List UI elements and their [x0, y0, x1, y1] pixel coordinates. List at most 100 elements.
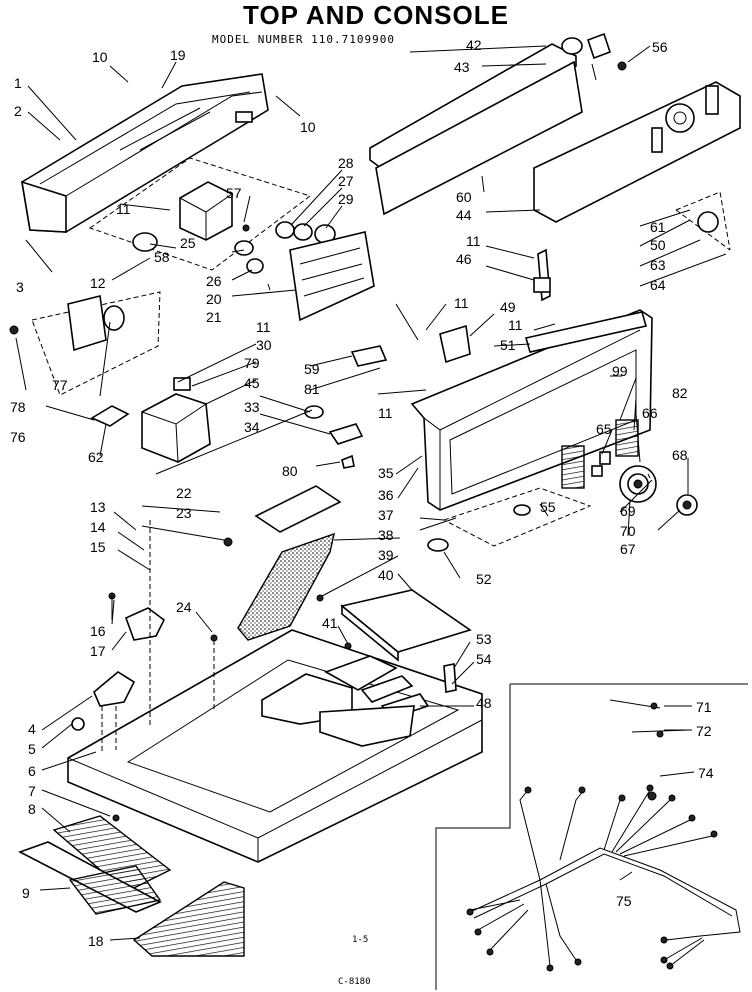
callout-80: 80 — [282, 463, 298, 479]
callout-54: 54 — [476, 651, 492, 667]
callout-26: 26 — [206, 273, 222, 289]
callout-11b: 11 — [256, 319, 271, 335]
callout-66: 66 — [642, 405, 658, 421]
callout-59: 59 — [304, 361, 320, 377]
callout-10b: 10 — [300, 119, 316, 135]
callout-33: 33 — [244, 399, 260, 415]
footer-code: C-8180 — [338, 977, 371, 987]
callout-51: 51 — [500, 337, 516, 353]
callout-13: 13 — [90, 499, 106, 515]
footer-page: 1-5 — [352, 935, 368, 945]
callout-49: 49 — [500, 299, 516, 315]
left-hardware — [71, 520, 218, 822]
callout-67: 67 — [620, 541, 636, 557]
callout-18: 18 — [88, 933, 104, 949]
callout-25: 25 — [180, 235, 196, 251]
callout-64: 64 — [650, 277, 666, 293]
callout-53: 53 — [476, 631, 492, 647]
callout-17: 17 — [90, 643, 106, 659]
callout-34: 34 — [244, 419, 260, 435]
wiring-harness-inset — [435, 683, 748, 990]
callout-labels: 1 2 3 4 5 6 7 8 9 10 10 19 11 11 11 11 1… — [10, 37, 714, 949]
callout-82: 82 — [672, 385, 688, 401]
callout-40: 40 — [378, 567, 394, 583]
callout-5: 5 — [28, 741, 36, 757]
callout-48: 48 — [476, 695, 492, 711]
callout-6: 6 — [28, 763, 36, 779]
callout-44: 44 — [456, 207, 472, 223]
callout-62: 62 — [88, 449, 104, 465]
callout-77: 77 — [52, 377, 68, 393]
callout-11c: 11 — [466, 233, 481, 249]
callout-68: 68 — [672, 447, 688, 463]
timer-assembly — [88, 157, 375, 322]
callout-39: 39 — [378, 547, 394, 563]
switch-group — [9, 291, 161, 396]
callout-22: 22 — [176, 485, 192, 501]
control-panel — [410, 309, 698, 552]
mounting-bracket — [90, 345, 388, 469]
model-number: MODEL NUMBER 110.7109900 — [212, 33, 395, 46]
callout-55: 55 — [540, 499, 556, 515]
callout-56: 56 — [652, 39, 668, 55]
callout-2: 2 — [14, 103, 22, 119]
callout-27: 27 — [338, 173, 354, 189]
callout-69: 69 — [620, 503, 636, 519]
callout-76: 76 — [10, 429, 26, 445]
callout-61: 61 — [650, 219, 666, 235]
callout-20: 20 — [206, 291, 222, 307]
callout-11e: 11 — [508, 317, 523, 333]
front-grille — [17, 815, 245, 957]
callout-78: 78 — [10, 399, 26, 415]
callout-28: 28 — [338, 155, 354, 171]
callout-9: 9 — [22, 885, 30, 901]
callout-3: 3 — [16, 279, 24, 295]
top-right-console — [369, 32, 741, 302]
left-console-panel — [20, 73, 269, 233]
callout-14: 14 — [90, 519, 106, 535]
callout-63: 63 — [650, 257, 666, 273]
callout-70: 70 — [620, 523, 636, 539]
callout-37: 37 — [378, 507, 394, 523]
callout-99: 99 — [612, 363, 628, 379]
leader-lines — [15, 45, 727, 941]
callout-43: 43 — [454, 59, 470, 75]
callout-75: 75 — [616, 893, 632, 909]
callout-8: 8 — [28, 801, 36, 817]
callout-29: 29 — [338, 191, 354, 207]
callout-60: 60 — [456, 189, 472, 205]
callout-81: 81 — [304, 381, 320, 397]
callout-38: 38 — [378, 527, 394, 543]
callout-52: 52 — [476, 571, 492, 587]
callout-72: 72 — [696, 723, 712, 739]
callout-46: 46 — [456, 251, 472, 267]
cabinet-top — [67, 629, 483, 863]
callout-65: 65 — [596, 421, 612, 437]
callout-35: 35 — [378, 465, 394, 481]
callout-11f: 11 — [378, 405, 393, 421]
callout-4: 4 — [28, 721, 36, 737]
callout-11a: 11 — [116, 201, 131, 217]
callout-45: 45 — [244, 375, 260, 391]
callout-1: 1 — [14, 75, 22, 91]
callout-12: 12 — [90, 275, 106, 291]
callout-79: 79 — [244, 355, 260, 371]
callout-19: 19 — [170, 47, 186, 63]
diagram-title: TOP AND CONSOLE — [243, 0, 509, 30]
callout-50: 50 — [650, 237, 666, 253]
callout-21: 21 — [206, 309, 222, 325]
callout-74: 74 — [698, 765, 714, 781]
callout-36: 36 — [378, 487, 394, 503]
callout-15: 15 — [90, 539, 106, 555]
callout-7: 7 — [28, 783, 36, 799]
callout-71: 71 — [696, 699, 712, 715]
callout-24: 24 — [176, 599, 192, 615]
callout-58: 58 — [154, 249, 170, 265]
callout-23: 23 — [176, 505, 192, 521]
callout-16: 16 — [90, 623, 106, 639]
callout-30: 30 — [256, 337, 272, 353]
callout-10a: 10 — [92, 49, 108, 65]
callout-41: 41 — [322, 615, 338, 631]
center-components — [223, 485, 472, 662]
